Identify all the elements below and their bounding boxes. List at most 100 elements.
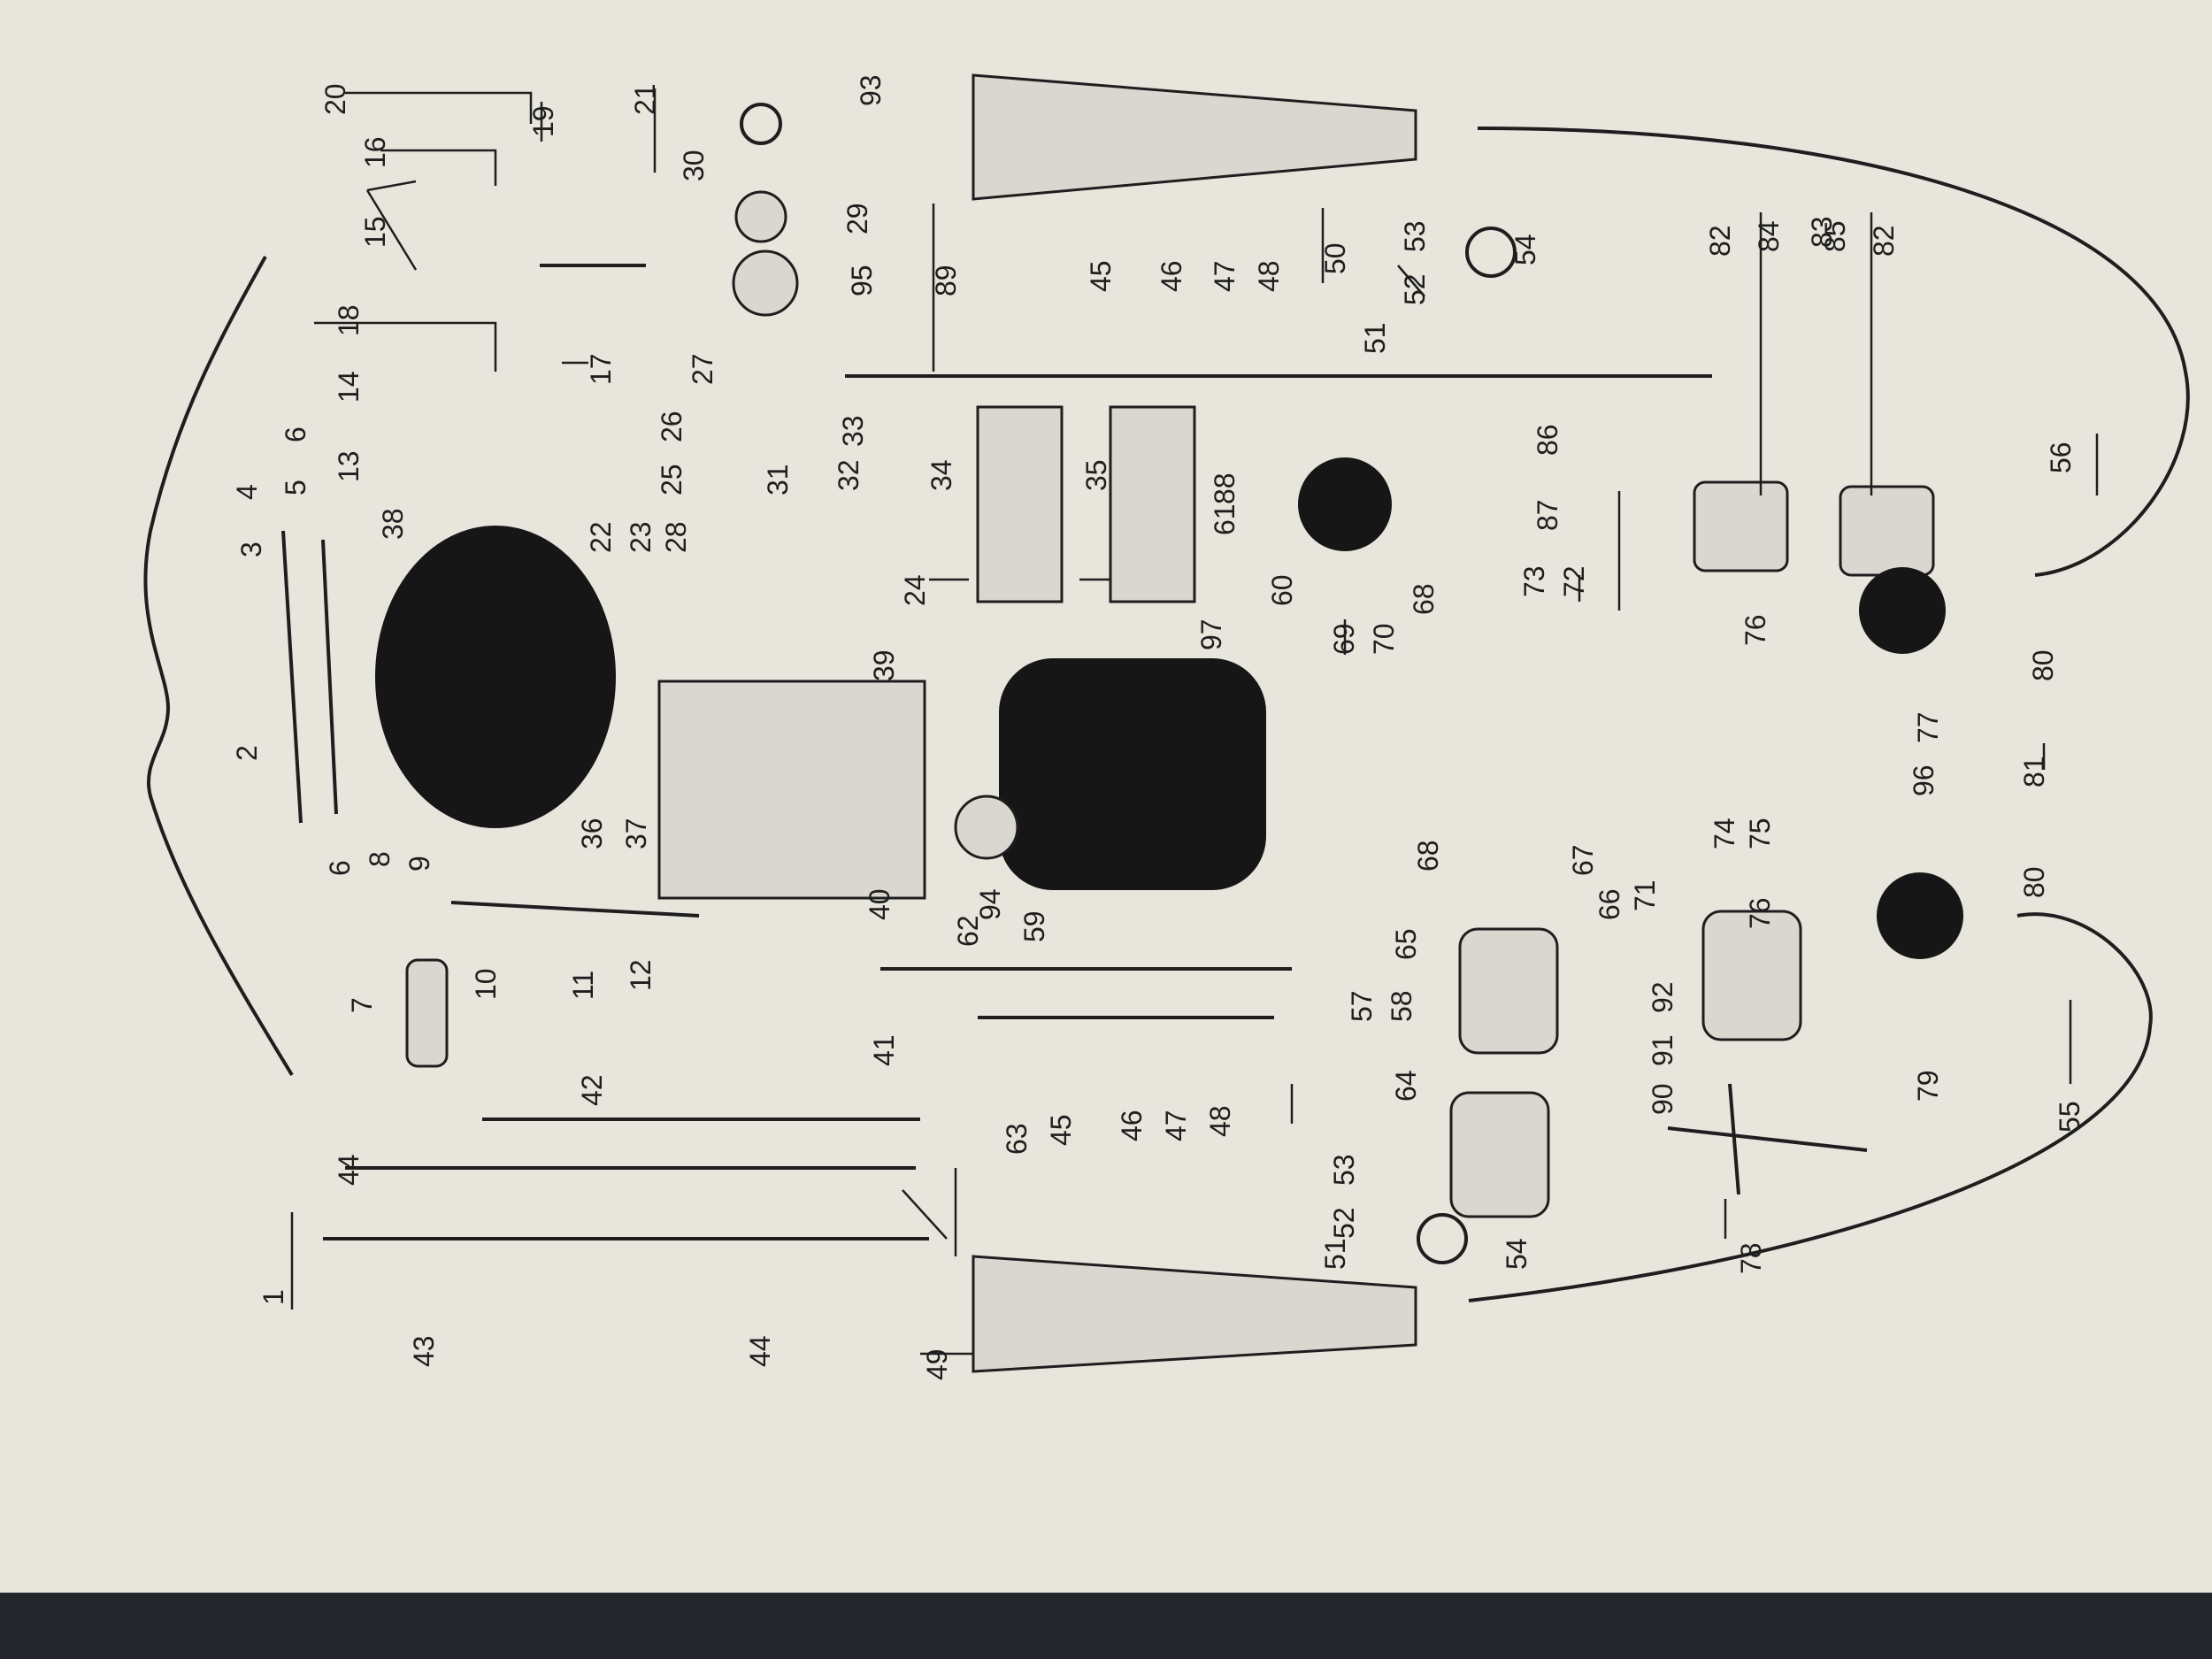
callout-85: 85 <box>1819 220 1851 252</box>
callout-79: 79 <box>1912 1070 1944 1102</box>
handlebar <box>143 256 294 1077</box>
exhaust-pipe-right <box>1477 127 2190 577</box>
callout-94: 94 <box>974 888 1006 920</box>
callout-30: 30 <box>678 150 710 181</box>
callout-53a: 53 <box>1399 220 1431 252</box>
rod-5 <box>321 539 338 815</box>
cap-94 <box>954 795 1019 860</box>
callout-82a: 82 <box>1704 225 1736 257</box>
callout-95: 95 <box>846 265 878 296</box>
callout-74: 74 <box>1709 818 1740 849</box>
callout-33: 33 <box>837 415 869 447</box>
callout-68b: 68 <box>1412 840 1444 872</box>
callout-71: 71 <box>1629 879 1661 911</box>
callout-51b: 51 <box>1319 1238 1351 1270</box>
callout-63: 63 <box>1001 1123 1033 1155</box>
leader-lines <box>290 88 2099 1356</box>
callout-42: 42 <box>576 1074 608 1106</box>
gear-lever-11 <box>450 901 700 918</box>
callout-48b: 48 <box>1204 1105 1236 1137</box>
ring-93 <box>740 103 782 145</box>
clutch-plate-disc <box>375 526 616 828</box>
carburettor-64 <box>1449 1091 1550 1218</box>
callout-76a: 76 <box>1740 614 1771 646</box>
ring-54-left <box>1417 1213 1468 1264</box>
callout-53b: 53 <box>1328 1154 1360 1186</box>
callout-92: 92 <box>1647 981 1678 1013</box>
exhaust-pipe-left <box>1468 912 2153 1302</box>
ring-54-right <box>1465 227 1517 278</box>
callout-82b: 82 <box>1868 225 1900 257</box>
callout-3: 3 <box>235 541 267 557</box>
callout-8: 8 <box>364 851 396 867</box>
callout-48a: 48 <box>1253 260 1285 292</box>
callout-67: 67 <box>1567 844 1599 876</box>
carburettor-65 <box>1458 927 1559 1055</box>
callout-50: 50 <box>1319 242 1351 274</box>
callout-72: 72 <box>1558 565 1590 597</box>
callout-6a: 6 <box>280 426 311 442</box>
callout-90: 90 <box>1647 1083 1678 1115</box>
callout-44a: 44 <box>333 1154 365 1186</box>
callout-29: 29 <box>841 203 873 234</box>
callout-75: 75 <box>1744 818 1776 849</box>
callout-57: 57 <box>1346 990 1378 1022</box>
callout-38: 38 <box>377 508 409 540</box>
callout-78: 78 <box>1735 1242 1767 1274</box>
callout-87: 87 <box>1532 499 1563 531</box>
callout-86: 86 <box>1532 424 1563 456</box>
callout-47a: 47 <box>1209 260 1240 292</box>
silencer-right <box>972 73 1417 201</box>
callout-69: 69 <box>1328 623 1360 655</box>
callout-70: 70 <box>1368 623 1400 655</box>
callout-12: 12 <box>625 959 657 991</box>
callout-77: 77 <box>1912 711 1944 743</box>
callout-93: 93 <box>855 74 887 106</box>
callout-16: 16 <box>359 136 391 168</box>
callout-1: 1 <box>257 1289 289 1305</box>
callout-6b: 6 <box>324 860 356 876</box>
callout-23: 23 <box>625 521 657 553</box>
callout-labels: 1 2 3 4 5 6 6 7 8 9 10 11 12 13 14 15 16… <box>231 74 2085 1380</box>
callout-13: 13 <box>333 450 365 482</box>
callout-35: 35 <box>1080 459 1112 491</box>
callout-68a: 68 <box>1408 583 1440 615</box>
callout-41: 41 <box>868 1034 900 1066</box>
callout-59: 59 <box>1018 910 1050 942</box>
callout-31: 31 <box>762 464 794 495</box>
callout-14: 14 <box>333 371 365 403</box>
callout-52b: 52 <box>1328 1207 1360 1239</box>
callout-83: 83 <box>1806 216 1838 248</box>
gear-29 <box>734 190 787 243</box>
callout-96: 96 <box>1908 764 1939 796</box>
callout-64: 64 <box>1390 1070 1422 1102</box>
piston-lower <box>1839 485 1935 577</box>
callout-24: 24 <box>899 574 931 606</box>
exploded-parts-diagram: 1 2 3 4 5 6 6 7 8 9 10 11 12 13 14 15 16… <box>143 73 2190 1380</box>
callout-7: 7 <box>346 997 378 1013</box>
callout-2: 2 <box>231 745 263 761</box>
callout-5: 5 <box>280 480 311 495</box>
gasket-set <box>657 680 926 900</box>
callout-45b: 45 <box>1045 1114 1077 1146</box>
callout-10: 10 <box>470 968 502 1000</box>
callout-18: 18 <box>333 304 365 336</box>
callout-65: 65 <box>1390 928 1422 960</box>
callout-28: 28 <box>660 521 692 553</box>
gear-80-upper <box>1859 567 1946 654</box>
callout-97: 97 <box>1195 618 1227 650</box>
callout-66: 66 <box>1594 888 1625 920</box>
callout-45a: 45 <box>1085 260 1117 292</box>
piston-upper <box>1693 480 1789 572</box>
callout-32: 32 <box>833 459 864 491</box>
speedometer <box>1298 457 1392 551</box>
callout-26: 26 <box>656 411 687 442</box>
rod-4 <box>281 530 303 824</box>
callout-46a: 46 <box>1156 260 1187 292</box>
callout-22: 22 <box>585 521 617 553</box>
callout-39: 39 <box>868 649 900 681</box>
twist-grip-7 <box>405 958 449 1068</box>
callout-40: 40 <box>864 888 895 920</box>
callout-21: 21 <box>629 83 661 115</box>
callout-15: 15 <box>359 216 391 248</box>
